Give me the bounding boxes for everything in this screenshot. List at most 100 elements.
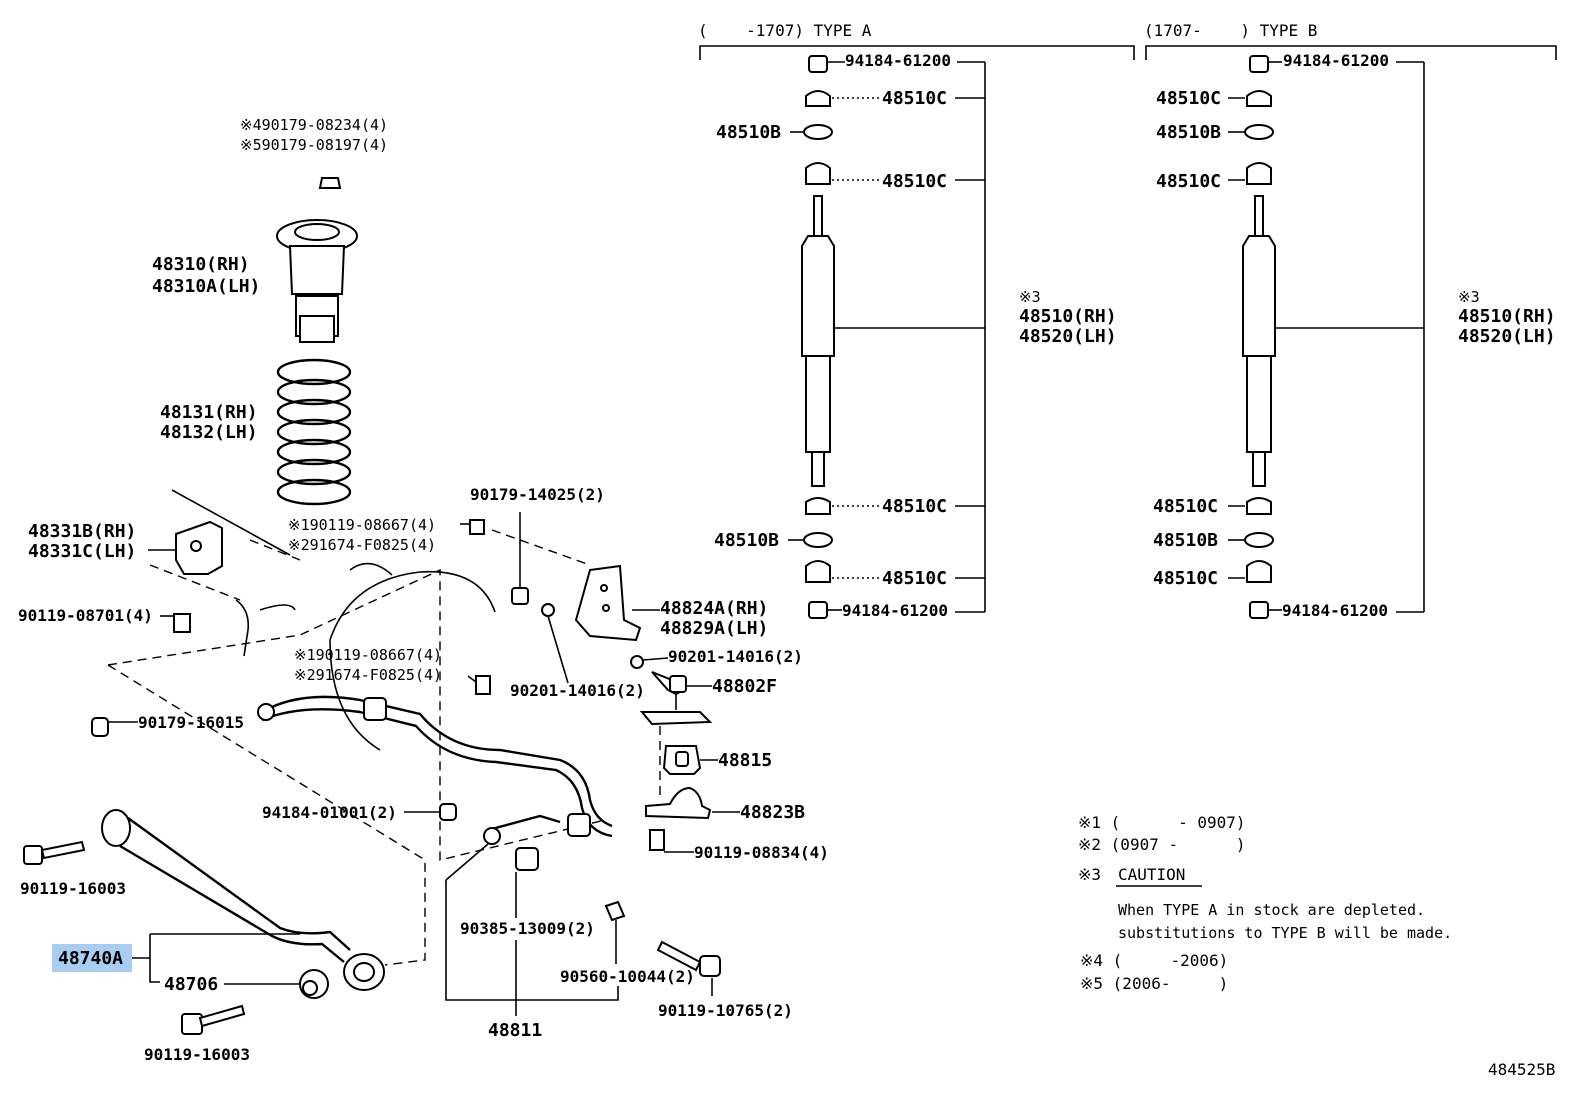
label-48131-rh: 48131(RH)	[160, 402, 258, 423]
label-a-caution-mark: ※3	[1019, 288, 1041, 306]
cushion-icon	[1246, 560, 1272, 583]
absorber-body	[1242, 235, 1276, 357]
washer-icon	[1244, 532, 1274, 548]
cushion-icon	[805, 497, 831, 515]
label-a-cushion-top: 48510C	[882, 88, 947, 109]
stabilizer-assembly	[91, 512, 740, 853]
label-b-caution-mark: ※3	[1458, 288, 1480, 306]
label-90119-08701: 90119-08701(4)	[18, 606, 153, 625]
absorber-lower	[1246, 355, 1272, 453]
label-48823b: 48823B	[740, 802, 805, 823]
label-48331b-rh: 48331B(RH)	[28, 521, 136, 542]
label-b-nut-bot: 94184-61200	[1282, 601, 1388, 620]
label-90119-10765: 90119-10765(2)	[658, 1001, 793, 1020]
piston-rod	[813, 195, 823, 239]
label-90179-16015: 90179-16015	[138, 713, 244, 732]
piston-rod	[1254, 195, 1264, 239]
absorber-lower	[805, 355, 831, 453]
shock-absorber-type-b	[1228, 55, 1425, 619]
cushion-icon	[1246, 162, 1272, 185]
cushion-icon	[805, 90, 831, 107]
bolt-icon	[469, 519, 485, 535]
nut-icon	[511, 587, 529, 605]
label-94184-01001: 94184-01001(2)	[262, 803, 397, 822]
note-4: ※4 ( -2006)	[1080, 951, 1228, 970]
cushion-icon	[1246, 90, 1272, 107]
nut-icon	[808, 55, 828, 73]
label-b-cushion-bot: 48510C	[1153, 496, 1218, 517]
label-90385-13009: 90385-13009(2)	[460, 919, 595, 938]
note-1: ※1 ( - 0907)	[1078, 813, 1246, 832]
label-90119-08667-b: ※190119-08667(4)	[294, 646, 442, 664]
label-a-cushion-top2: 48510C	[882, 171, 947, 192]
label-48740a[interactable]: 48740A	[58, 948, 123, 969]
note-5: ※5 (2006- )	[1080, 974, 1228, 993]
bolt-icon	[23, 845, 43, 865]
label-a-cushion-bot2: 48510C	[882, 568, 947, 589]
lower-stem	[811, 451, 825, 487]
label-b-cushion-top2: 48510C	[1156, 171, 1221, 192]
washer-icon	[1244, 124, 1274, 140]
label-48802f: 48802F	[712, 676, 777, 697]
label-b-absorber-rh: 48510(RH)	[1458, 306, 1556, 327]
label-48331c-lh: 48331C(LH)	[28, 541, 136, 562]
label-a-nut-bot: 94184-61200	[842, 601, 948, 620]
spring-stack	[276, 177, 358, 506]
bolt-icon	[656, 940, 702, 972]
stabilizer-bracket	[574, 564, 642, 642]
pin-icon	[604, 900, 626, 922]
note-3-line-1: When TYPE A in stock are depleted.	[1118, 901, 1425, 919]
washer-icon	[803, 532, 833, 548]
bolt-icon	[173, 613, 191, 633]
label-90201-14016-a: 90201-14016(2)	[668, 647, 803, 666]
absorber-body	[801, 235, 835, 357]
type-b-header: (1707- ) TYPE B	[1144, 21, 1317, 40]
stabilizer-kit	[445, 843, 721, 1016]
label-48829a-lh: 48829A(LH)	[660, 618, 768, 639]
washer-icon	[803, 124, 833, 140]
link-plate	[639, 711, 713, 726]
bolt-icon	[649, 829, 665, 851]
notes: ※1 ( - 0907) ※2 (0907 - ) ※3 CAUTION Whe…	[1078, 813, 1452, 993]
coil-spring	[276, 358, 352, 506]
shock-absorber-type-a	[788, 55, 986, 619]
highlight-48740a	[52, 944, 132, 972]
bushing-icon	[363, 697, 387, 721]
nut-icon	[439, 803, 457, 821]
figure-id: 484525B	[1488, 1060, 1555, 1079]
cushion-icon	[805, 162, 831, 185]
cushion-icon	[1246, 497, 1272, 515]
bushing-icon	[567, 813, 591, 837]
bushing-icon	[515, 847, 539, 871]
rod-end-bushing	[101, 809, 131, 847]
label-90201-14016-b: 90201-14016(2)	[510, 681, 645, 700]
label-48815: 48815	[718, 750, 772, 771]
lower-stem	[1252, 451, 1266, 487]
stabilizer-bar	[261, 695, 613, 828]
label-48310-rh: 48310(RH)	[152, 254, 250, 275]
label-b-washer-bot: 48510B	[1153, 530, 1218, 551]
label-b-cushion-bot2: 48510C	[1153, 568, 1218, 589]
frame-and-brackets	[107, 489, 606, 966]
note-3-line-2: substitutions to TYPE B will be made.	[1118, 924, 1452, 942]
label-90119-08667-a: ※190119-08667(4)	[288, 516, 436, 534]
label-90179-08197: ※590179-08197(4)	[240, 136, 388, 154]
stabilizer-bracket	[645, 786, 712, 820]
label-91674-f0825-b: ※291674-F0825(4)	[294, 666, 442, 684]
bolt-icon	[318, 177, 342, 189]
label-48310a-lh: 48310A(LH)	[152, 276, 260, 297]
nut-icon	[808, 601, 828, 619]
label-a-cushion-bot: 48510C	[882, 496, 947, 517]
label-48706: 48706	[164, 974, 218, 995]
nut-icon	[1249, 55, 1269, 73]
label-91674-f0825-a: ※291674-F0825(4)	[288, 536, 436, 554]
bolt-icon	[181, 1013, 203, 1035]
label-b-absorber-lh: 48520(LH)	[1458, 326, 1556, 347]
label-90560-10044: 90560-10044(2)	[560, 967, 695, 986]
type-b-bracket	[1145, 45, 1557, 60]
nut-icon	[91, 717, 109, 737]
label-a-absorber-lh: 48520(LH)	[1019, 326, 1117, 347]
washer-icon	[541, 603, 555, 617]
nut-icon	[1249, 601, 1269, 619]
